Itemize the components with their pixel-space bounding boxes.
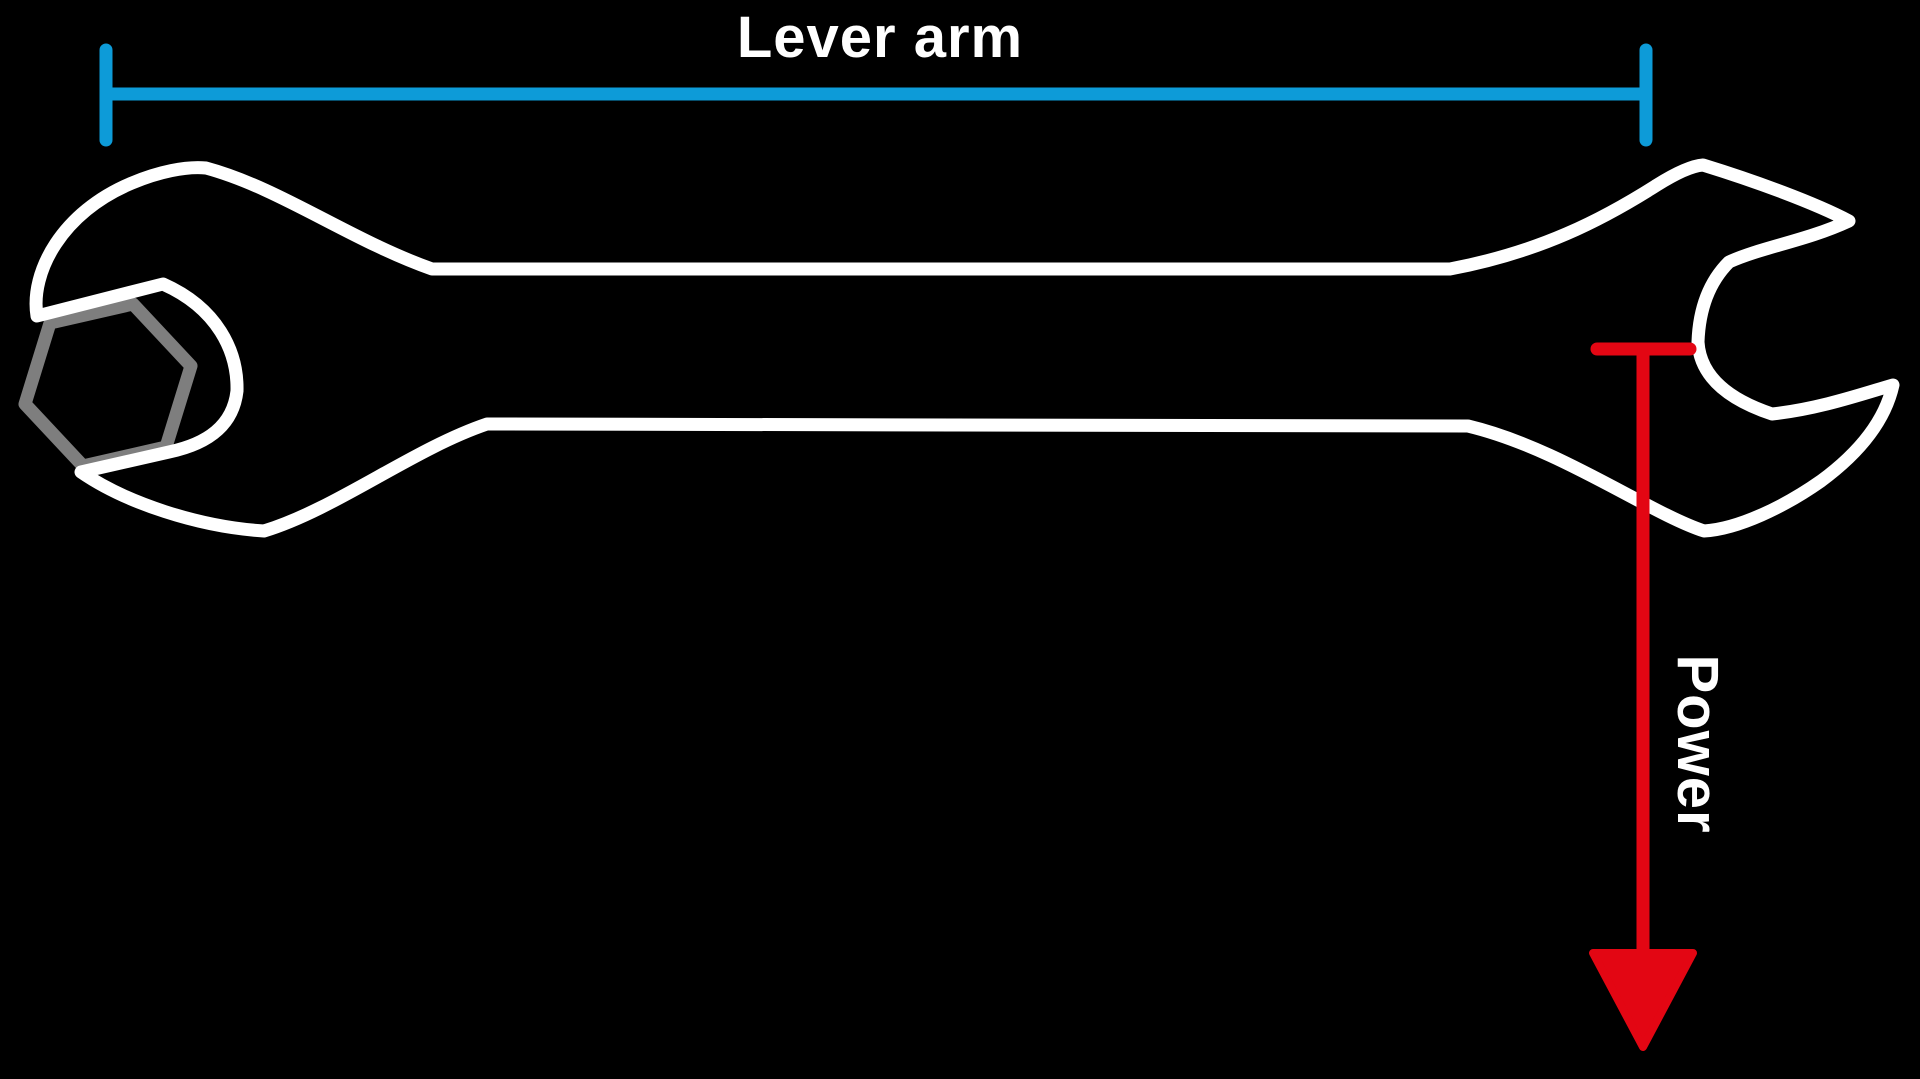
power-force-arrow-icon [1589,342,1697,1051]
wrench-outline-icon [29,158,1900,538]
force-arrowhead [1589,949,1697,1051]
power-label: Power [1665,654,1730,833]
lever-arm-label: Lever arm [737,5,1023,70]
lever-arm-dimension-line [99,43,1653,147]
